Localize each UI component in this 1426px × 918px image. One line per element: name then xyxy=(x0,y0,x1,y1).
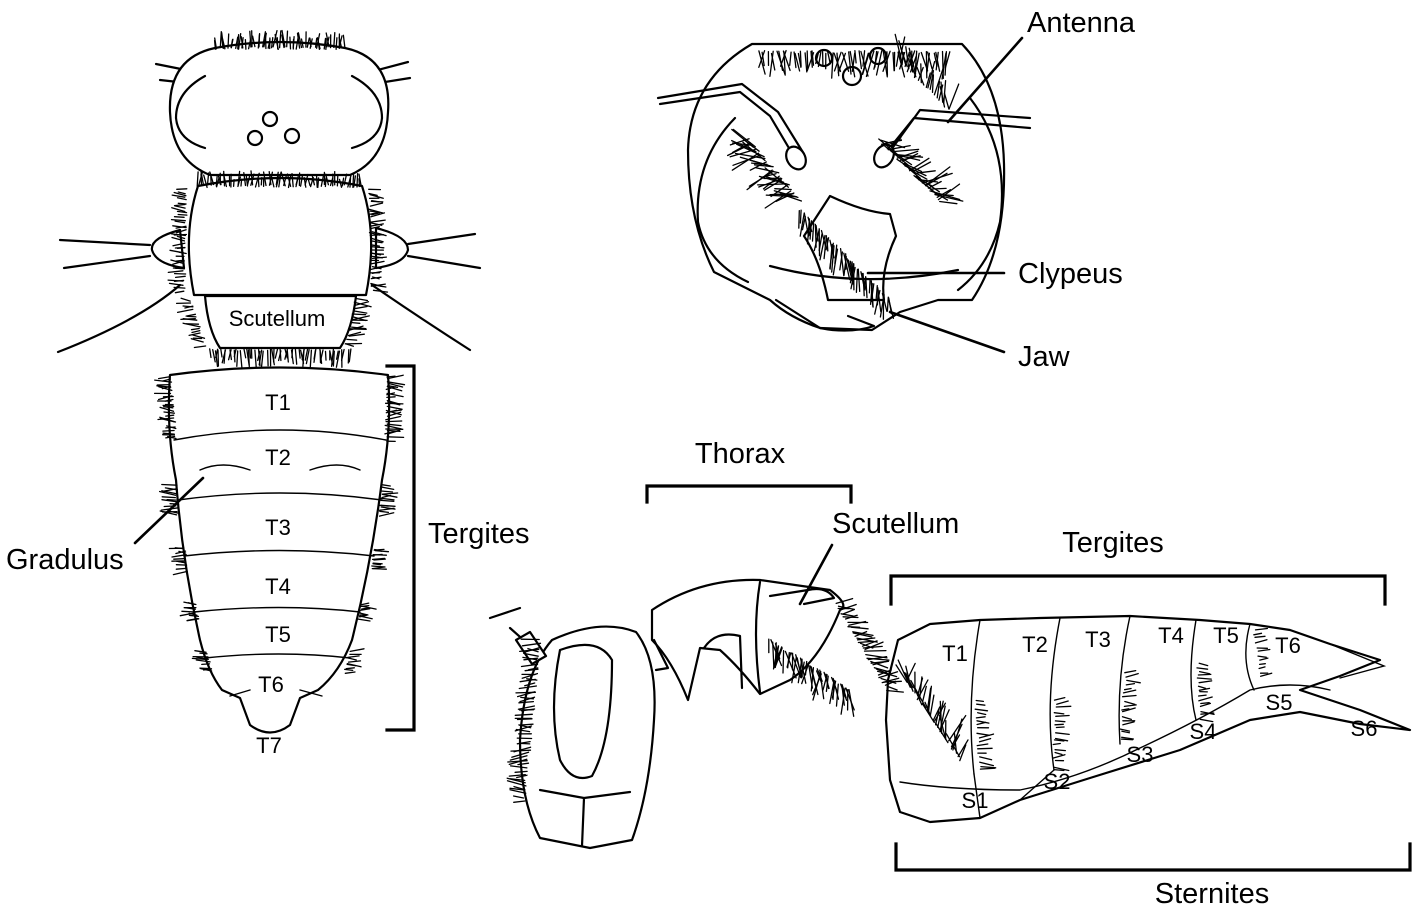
tergites-lateral-bracket xyxy=(891,576,1385,604)
label-thorax: Thorax xyxy=(695,438,786,470)
label-tergites-lateral: Tergites xyxy=(1062,527,1164,559)
dorsal-segment-t5: T5 xyxy=(265,622,291,647)
label-sternites: Sternites xyxy=(1155,878,1269,910)
label-tergites-dorsal: Tergites xyxy=(428,518,530,550)
label-antenna: Antenna xyxy=(1027,7,1136,39)
lateral-tergite-t2: T2 xyxy=(1022,632,1048,657)
thorax-bracket xyxy=(647,486,851,502)
face-view xyxy=(658,34,1030,330)
lateral-tergite-t4: T4 xyxy=(1158,623,1184,648)
lateral-sternite-s1: S1 xyxy=(962,788,989,813)
dorsal-segment-t6: T6 xyxy=(258,672,284,697)
lateral-tergite-t5: T5 xyxy=(1213,623,1239,648)
dorsal-segment-t2: T2 xyxy=(265,445,291,470)
dorsal-head xyxy=(170,42,388,175)
dorsal-segment-t3: T3 xyxy=(265,515,291,540)
label-scutellum-dorsal: Scutellum xyxy=(229,306,326,331)
jaw-leader-line xyxy=(890,312,1004,352)
lateral-tergite-t6: T6 xyxy=(1275,633,1301,658)
lateral-tergite-t3: T3 xyxy=(1085,627,1111,652)
lateral-sternite-s5: S5 xyxy=(1266,690,1293,715)
dorsal-segment-t4: T4 xyxy=(265,574,291,599)
label-scutellum-lateral: Scutellum xyxy=(832,508,959,540)
dorsal-segment-t1: T1 xyxy=(265,390,291,415)
label-gradulus: Gradulus xyxy=(6,544,124,576)
dorsal-segment-t7: T7 xyxy=(256,733,282,758)
lateral-tergite-t1: T1 xyxy=(942,641,968,666)
sternites-bracket xyxy=(896,844,1410,870)
lateral-sternite-s6: S6 xyxy=(1351,716,1378,741)
lateral-sternite-s4: S4 xyxy=(1190,719,1217,744)
lateral-sternite-s3: S3 xyxy=(1127,742,1154,767)
label-clypeus: Clypeus xyxy=(1018,258,1123,290)
lateral-sternite-s2: S2 xyxy=(1044,769,1071,794)
label-jaw: Jaw xyxy=(1018,341,1071,373)
